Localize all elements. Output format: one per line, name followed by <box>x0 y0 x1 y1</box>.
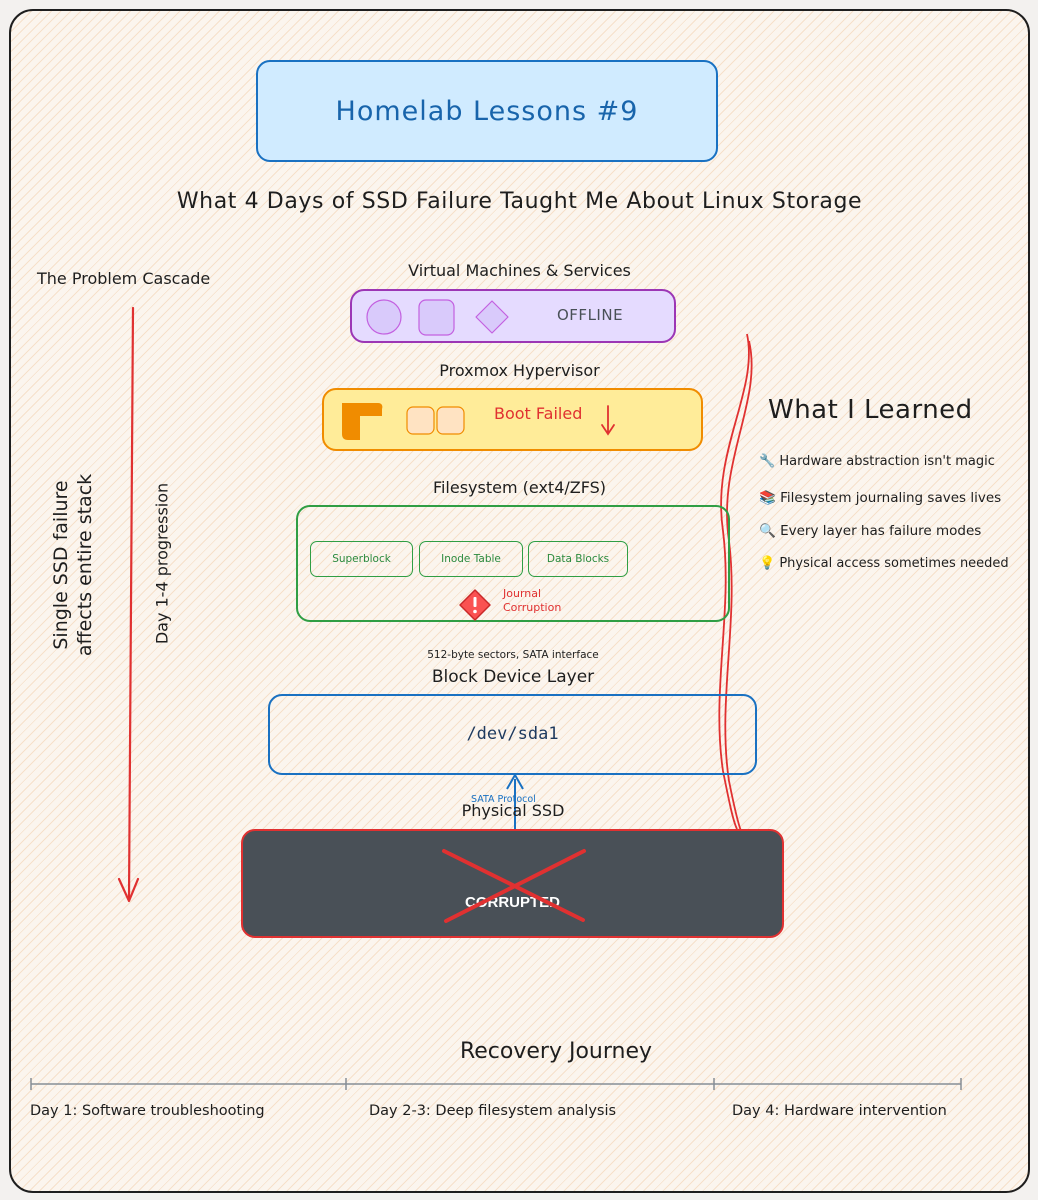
ssd-layer-label: Physical SSD <box>461 801 565 820</box>
magnifier-icon: 🔍 <box>759 523 776 539</box>
lesson-text-2: Filesystem journaling saves lives <box>780 490 1002 506</box>
filesystem-layer-label: Filesystem (ext4/ZFS) <box>432 478 607 497</box>
device-path: /dev/sda1 <box>466 724 559 744</box>
cascade-label: The Problem Cascade <box>37 269 211 288</box>
cascade-arrow-shaft <box>127 306 135 900</box>
hypervisor-shapes <box>342 403 615 440</box>
block-layer-box: /dev/sda1 <box>268 694 757 775</box>
vm-layer-box: OFFLINE <box>350 289 676 343</box>
timeline-stage-2: Day 2-3: Deep filesystem analysis <box>369 1103 617 1119</box>
vm-diamond-icon <box>475 300 509 334</box>
vm-shapes <box>366 299 509 336</box>
vm-circle-icon <box>366 299 402 335</box>
block-note: 512-byte sectors, SATA interface <box>427 649 599 661</box>
vm-layer-label: Virtual Machines & Services <box>408 261 631 280</box>
timeline-stage-1: Day 1: Software troubleshooting <box>30 1103 265 1119</box>
sata-arrow-head <box>506 774 524 790</box>
vm-slot-icon-2 <box>436 406 465 435</box>
boot-failed-arrow-icon <box>601 405 615 436</box>
fs-block-inode-table: Inode Table <box>419 541 523 577</box>
lesson-item-2: 📚 Filesystem journaling saves lives <box>759 490 1001 506</box>
wavy-divider-line-2 <box>724 340 753 832</box>
ssd-layer-box: CORRUPTED <box>241 829 784 938</box>
journal-corruption-line-2: Corruption <box>503 601 562 614</box>
lesson-item-4: 💡 Physical access sometimes needed <box>759 556 1009 571</box>
lesson-text-3: Every layer has failure modes <box>780 523 982 539</box>
fs-block-data-blocks: Data Blocks <box>528 541 628 577</box>
page-title: Homelab Lessons #9 <box>335 95 639 127</box>
lesson-text-1: Hardware abstraction isn't magic <box>779 454 995 469</box>
hypervisor-status: Boot Failed <box>494 404 583 423</box>
hypervisor-layer-box: Boot Failed <box>322 388 703 451</box>
block-layer-label: Block Device Layer <box>431 667 595 687</box>
vm-slot-icon-1 <box>406 406 435 435</box>
filesystem-layer-box: Superblock Inode Table Data Blocks Journ… <box>296 505 730 622</box>
timeline-title: Recovery Journey <box>459 1039 653 1064</box>
journal-corruption-label: Journal Corruption <box>503 587 561 615</box>
connector-layer <box>30 306 962 1090</box>
fs-block-superblock: Superblock <box>310 541 413 577</box>
wavy-divider-line-1 <box>718 333 750 830</box>
hypervisor-layer-label: Proxmox Hypervisor <box>439 361 600 380</box>
lesson-item-3: 🔍 Every layer has failure modes <box>759 523 981 539</box>
lightbulb-icon: 💡 <box>759 556 776 571</box>
title-box: Homelab Lessons #9 <box>256 60 718 162</box>
journal-corruption-line-1: Journal <box>503 587 542 600</box>
lesson-text-4: Physical access sometimes needed <box>779 556 1009 571</box>
diagram-canvas: Homelab Lessons #9 What 4 Days of SSD Fa… <box>9 9 1030 1193</box>
corrupted-cross-icon <box>442 849 586 923</box>
vm-square-icon <box>418 299 455 336</box>
books-icon: 📚 <box>759 490 776 506</box>
lesson-item-1: 🔧 Hardware abstraction isn't magic <box>759 454 995 469</box>
vm-status-offline: OFFLINE <box>557 306 624 324</box>
timeline-stage-3: Day 4: Hardware intervention <box>732 1103 947 1119</box>
proxmox-logo-icon <box>342 403 383 440</box>
learned-title: What I Learned <box>768 395 973 425</box>
wrench-icon: 🔧 <box>759 454 776 469</box>
sata-protocol-label: SATA Protocol <box>471 794 536 805</box>
page-subtitle: What 4 Days of SSD Failure Taught Me Abo… <box>176 189 863 214</box>
cascade-arrow-head <box>117 877 140 903</box>
warning-icon <box>459 589 491 621</box>
